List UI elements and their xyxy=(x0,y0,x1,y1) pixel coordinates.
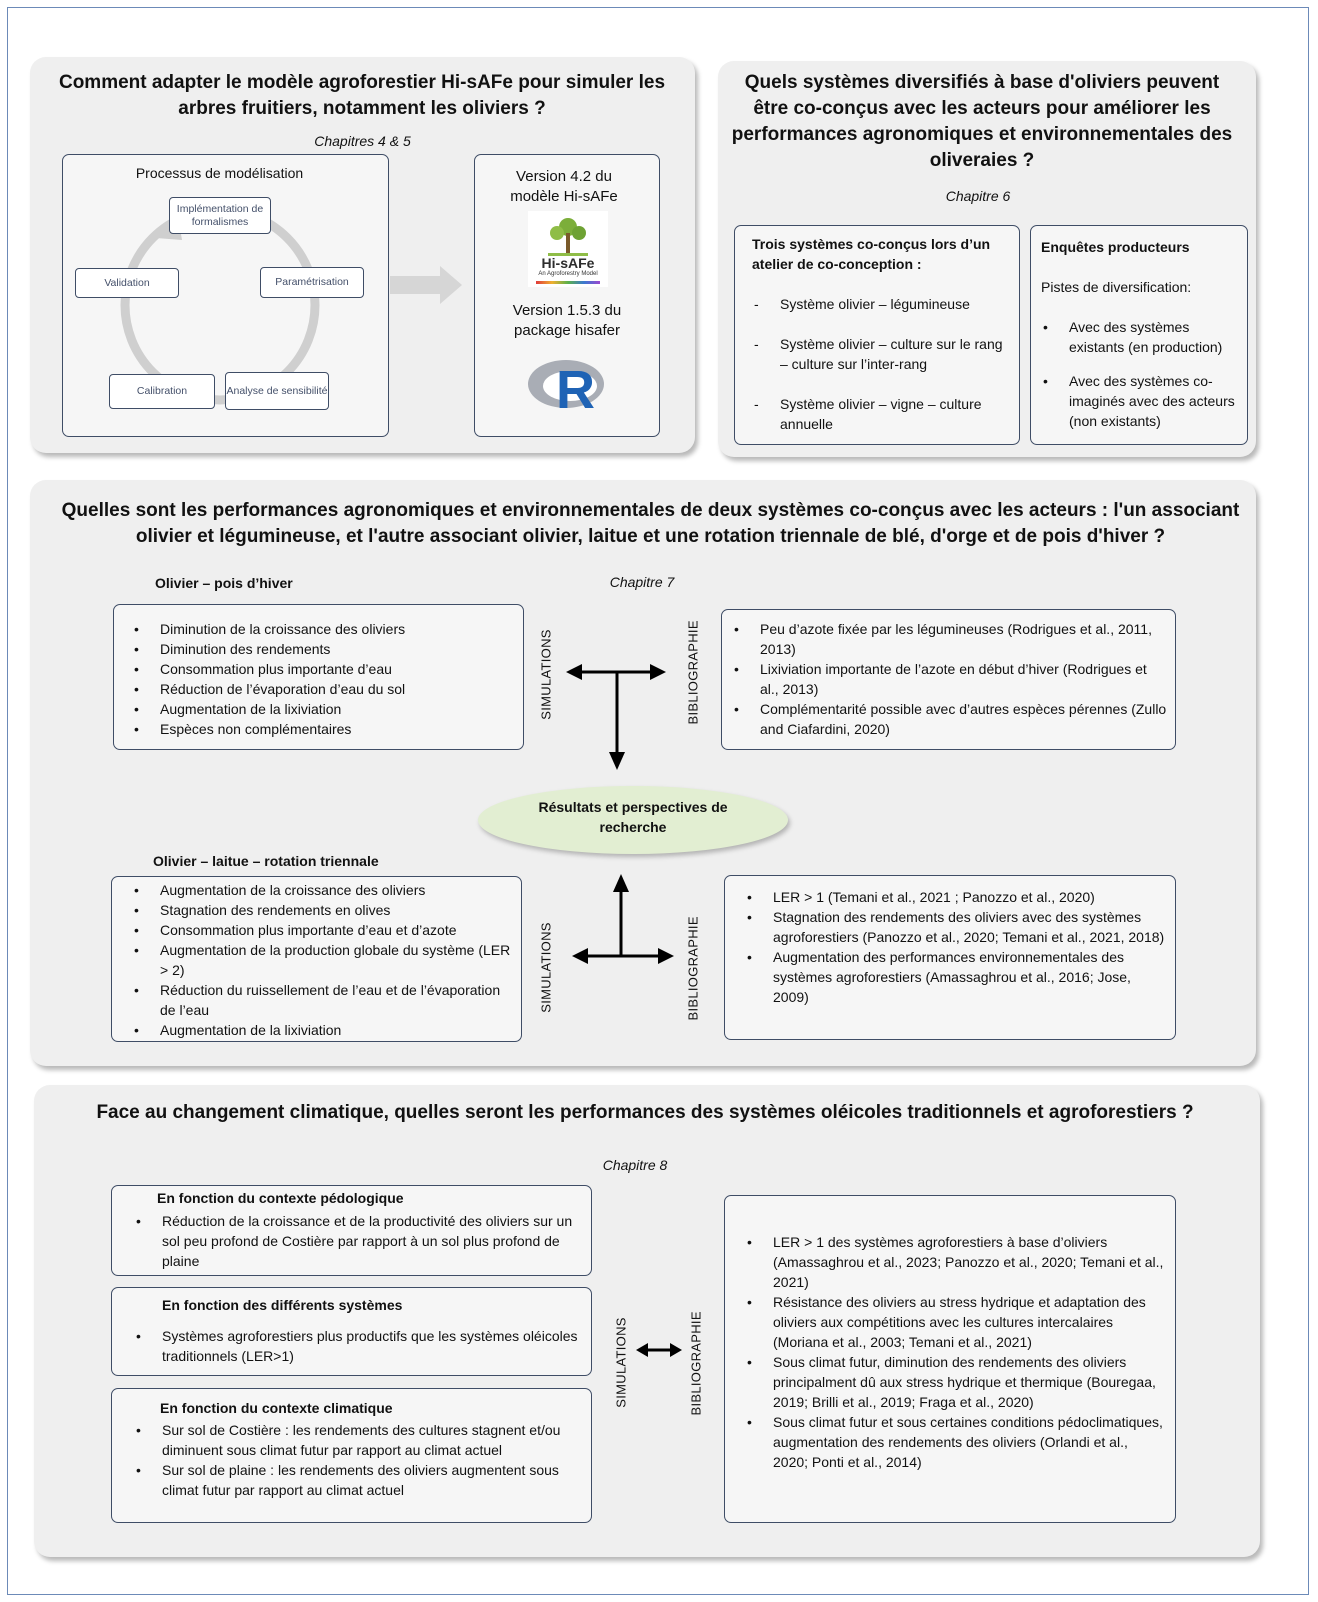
r-logo-letter: R xyxy=(556,360,595,420)
list-item: Stagnation des rendements en olives xyxy=(132,900,517,920)
panel4-title: Face au changement climatique, quelles s… xyxy=(96,1102,1194,1123)
list-item: Lixiviation importante de l’azote en déb… xyxy=(732,659,1167,699)
hisafe-logo-text: Hi-sAFe xyxy=(541,255,595,271)
list-item: Augmentation de la croissance des olivie… xyxy=(132,880,517,900)
list-item: Système olivier – vigne – culture annuel… xyxy=(752,394,1007,434)
results-perspectives-text: Résultats et perspectives de recherche xyxy=(538,799,728,835)
hisafe-logo-subtitle: An Agroforestry Model xyxy=(538,271,598,277)
step-implementation: Implémentation de formalismes xyxy=(169,197,271,234)
step-validation: Validation xyxy=(75,268,179,298)
list-item: Système olivier – légumineuse xyxy=(752,294,1007,314)
list-item: LER > 1 (Temani et al., 2021 ; Panozzo e… xyxy=(745,887,1165,907)
list-item: Consommation plus importante d’eau xyxy=(132,659,517,679)
hisafe-logo-bar xyxy=(536,281,600,284)
outer-frame xyxy=(7,7,1309,1595)
r-logo-ring-icon xyxy=(528,360,604,408)
system2-arrows xyxy=(572,874,674,964)
list-item: Peu d’azote fixée par les légumineuses (… xyxy=(732,619,1167,659)
co-design-heading: Trois systèmes co-conçus lors d’un ateli… xyxy=(752,236,991,272)
climatic-context-list: Sur sol de Costière : les rendements des… xyxy=(134,1420,579,1500)
system1-arrows xyxy=(566,664,666,770)
list-item: Espèces non complémentaires xyxy=(132,719,517,739)
pedological-context-list: Réduction de la croissance et de la prod… xyxy=(134,1211,579,1271)
model-version-text: Version 4.2 du modèle Hi-sAFe xyxy=(510,168,618,205)
panel4-bibliography-list: LER > 1 des systèmes agroforestiers à ba… xyxy=(745,1232,1165,1472)
list-item: Diminution des rendements xyxy=(132,639,517,659)
systems-comparison-list: Systèmes agroforestiers plus productifs … xyxy=(134,1326,579,1366)
list-item: Systèmes agroforestiers plus productifs … xyxy=(134,1326,579,1366)
list-item: Avec des systèmes existants (en producti… xyxy=(1041,317,1247,357)
panel2-title: Quels systèmes diversifiés à base d'oliv… xyxy=(731,72,1233,171)
panel1-chapter: Chapitres 4 & 5 xyxy=(314,133,411,149)
system1-bibliography-list: Peu d’azote fixée par les légumineuses (… xyxy=(732,619,1167,739)
list-item: Avec des systèmes co-imaginés avec des a… xyxy=(1041,371,1247,431)
panel4-bibliography-label: BIBLIOGRAPHIE xyxy=(688,1311,704,1416)
panel2-chapter: Chapitre 6 xyxy=(945,188,1011,204)
system1-bibliography-label: BIBLIOGRAPHIE xyxy=(685,620,701,725)
r-logo: R xyxy=(526,357,612,419)
step-parametrisation: Paramétrisation xyxy=(260,267,364,298)
panel3-chapter: Chapitre 7 xyxy=(609,574,675,590)
arrow-to-version xyxy=(390,266,462,304)
panel4-simulations-label: SIMULATIONS xyxy=(613,1317,629,1408)
list-item: Augmentation de la lixiviation xyxy=(132,1020,517,1040)
package-version-text: Version 1.5.3 du package hisafer xyxy=(512,302,622,339)
list-item: Sur sol de plaine : les rendements des o… xyxy=(134,1460,579,1500)
step-calibration: Calibration xyxy=(109,374,215,409)
tree-icon xyxy=(548,218,588,256)
list-item: Complémentarité possible avec d’autres e… xyxy=(732,699,1167,739)
panel1-title: Comment adapter le modèle agroforestier … xyxy=(58,72,666,119)
list-item: Augmentation des performances environnem… xyxy=(745,947,1165,1007)
list-item: Sous climat futur, diminution des rendem… xyxy=(745,1352,1165,1412)
list-item: Sur sol de Costière : les rendements des… xyxy=(134,1420,579,1460)
list-item: Consommation plus importante d’eau et d’… xyxy=(132,920,517,940)
process-title: Processus de modélisation xyxy=(135,165,304,181)
system2-label: Olivier – laitue – rotation triennale xyxy=(153,853,379,869)
list-item: Système olivier – culture sur le rang – … xyxy=(752,334,1007,374)
list-item: Réduction de la croissance et de la prod… xyxy=(134,1211,579,1271)
panel3-title: Quelles sont les performances agronomiqu… xyxy=(61,500,1240,547)
system2-bibliography-label: BIBLIOGRAPHIE xyxy=(685,916,701,1021)
co-designed-systems-list: Système olivier – légumineuse Système ol… xyxy=(752,294,1007,454)
results-perspectives-ellipse xyxy=(478,786,788,854)
list-item: Augmentation de la production globale du… xyxy=(132,940,517,980)
panel4-double-arrow xyxy=(636,1343,682,1357)
system1-label: Olivier – pois d’hiver xyxy=(155,575,293,591)
producer-survey-heading: Enquêtes producteurs xyxy=(1041,239,1190,255)
panel4-chapter: Chapitre 8 xyxy=(602,1157,668,1173)
list-item: LER > 1 des systèmes agroforestiers à ba… xyxy=(745,1232,1165,1292)
list-item: Augmentation de la lixiviation xyxy=(132,699,517,719)
system1-simulation-list: Diminution de la croissance des oliviers… xyxy=(132,619,517,739)
climatic-context-heading: En fonction du contexte climatique xyxy=(160,1400,393,1416)
diversification-subheading: Pistes de diversification: xyxy=(1041,279,1192,295)
system2-simulations-label: SIMULATIONS xyxy=(538,922,554,1013)
diversification-list: Avec des systèmes existants (en producti… xyxy=(1041,317,1247,431)
hisafe-logo: Hi-sAFe An Agroforestry Model xyxy=(528,211,608,287)
list-item: Stagnation des rendements des oliviers a… xyxy=(745,907,1165,947)
list-item: Résistance des oliviers au stress hydriq… xyxy=(745,1292,1165,1352)
system2-bibliography-list: LER > 1 (Temani et al., 2021 ; Panozzo e… xyxy=(745,887,1165,1007)
list-item: Réduction de l’évaporation d’eau du sol xyxy=(132,679,517,699)
systems-comparison-heading: En fonction des différents systèmes xyxy=(162,1297,403,1313)
system1-simulations-label: SIMULATIONS xyxy=(538,629,554,720)
list-item: Réduction du ruissellement de l’eau et d… xyxy=(132,980,517,1020)
step-analyse-sensibilite: Analyse de sensibilité xyxy=(225,372,329,410)
pedological-context-heading: En fonction du contexte pédologique xyxy=(157,1190,404,1206)
system2-simulation-list: Augmentation de la croissance des olivie… xyxy=(132,880,517,1040)
list-item: Sous climat futur et sous certaines cond… xyxy=(745,1412,1165,1472)
list-item: Diminution de la croissance des oliviers xyxy=(132,619,517,639)
